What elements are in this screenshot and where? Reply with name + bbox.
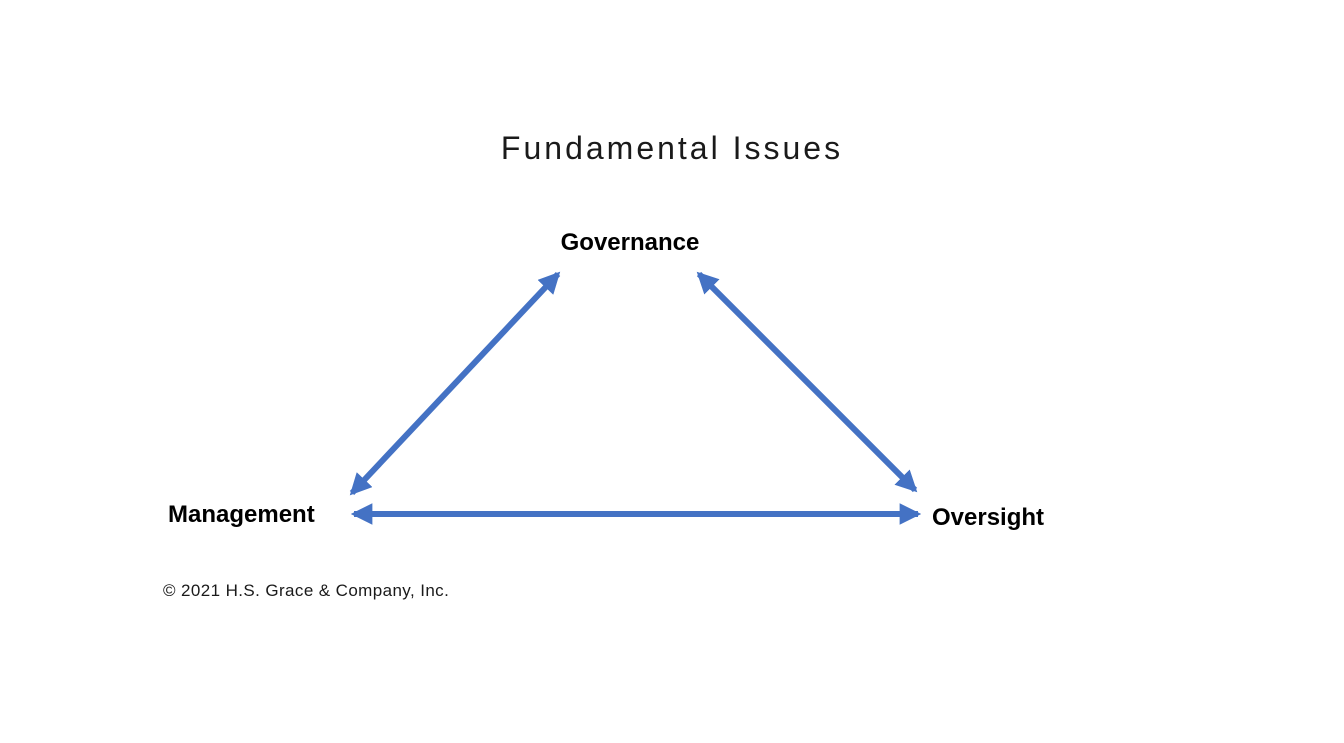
diagram-title: Fundamental Issues (500, 130, 844, 166)
node-oversight: Oversight (932, 504, 1045, 531)
edge-management-governance (349, 271, 561, 496)
node-management: Management (168, 501, 315, 528)
copyright-text: © 2021 H.S. Grace & Company, Inc. (163, 581, 450, 600)
edge-governance-oversight (696, 271, 918, 493)
node-governance: Governance (560, 229, 700, 256)
